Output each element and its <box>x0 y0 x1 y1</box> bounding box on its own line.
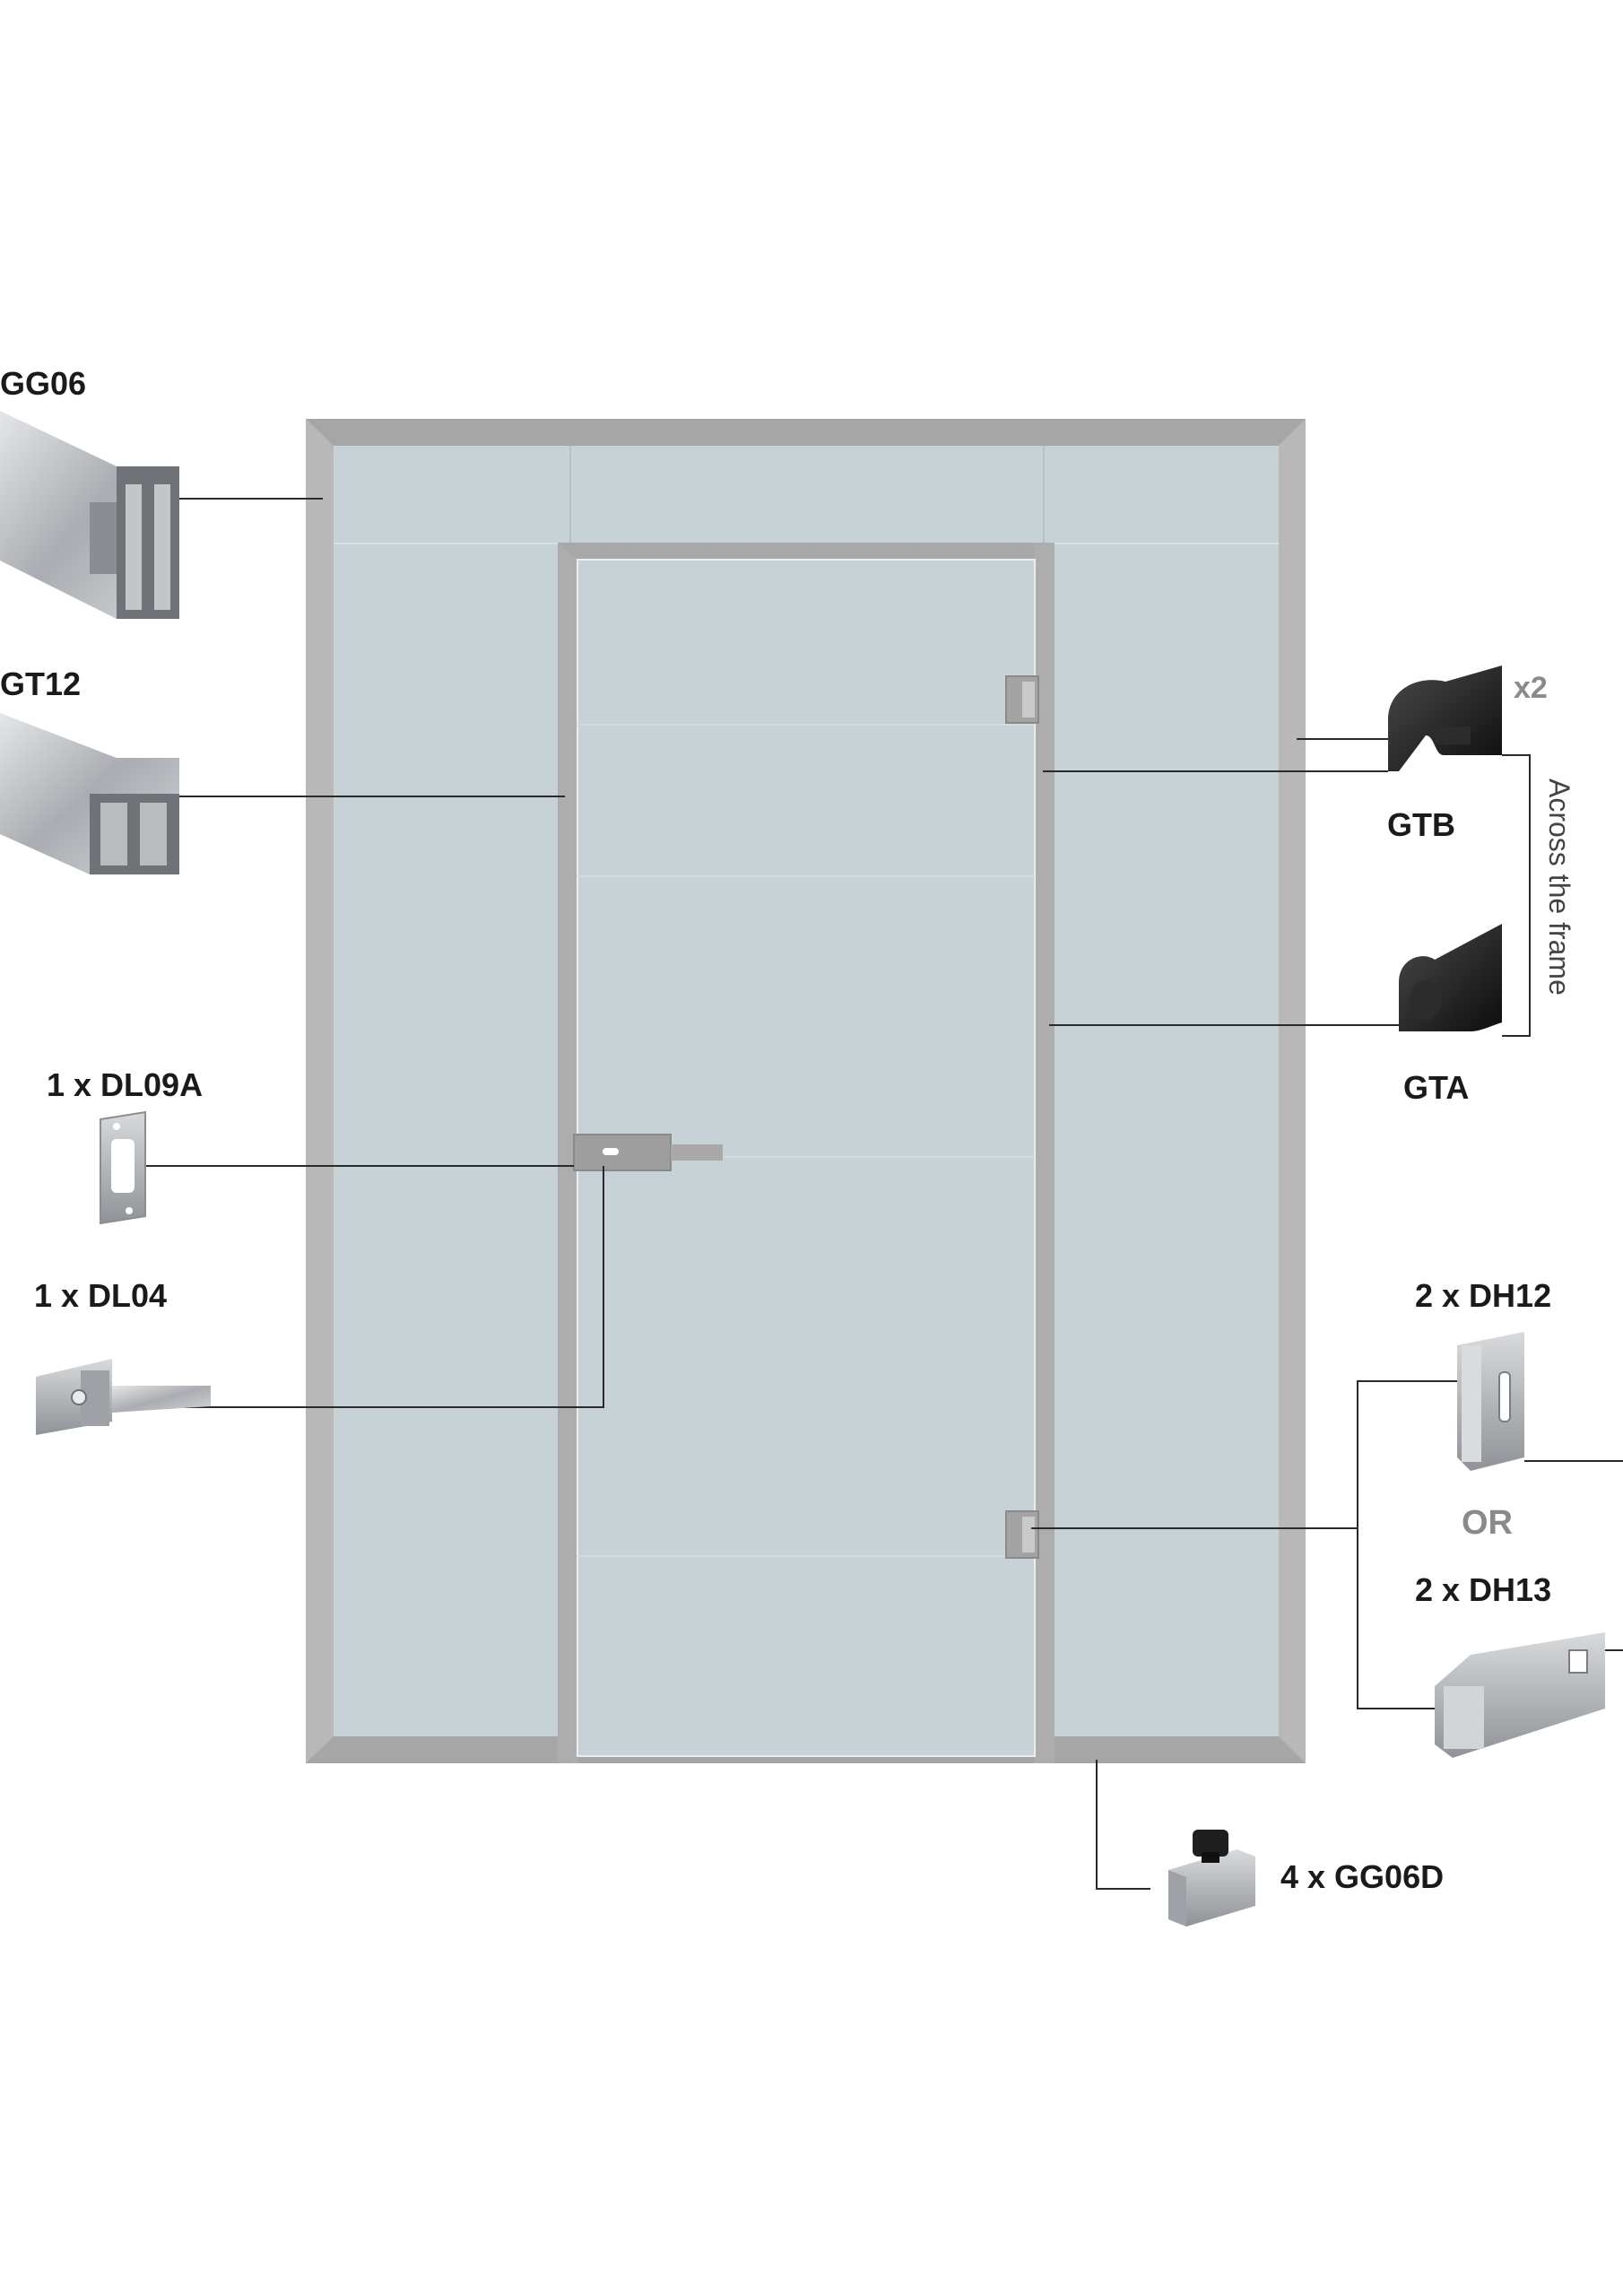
door-frame <box>334 543 1279 1763</box>
label-gtb: GTB <box>1387 806 1455 843</box>
label-gta: GTA <box>1403 1069 1469 1106</box>
glass-hinge-icon <box>1457 1332 1524 1471</box>
door-lock[interactable] <box>573 1134 723 1171</box>
hinge-bottom <box>1005 1510 1039 1559</box>
label-gg06: GG06 <box>0 365 86 402</box>
label-dl09a: 1 x DL09A <box>47 1066 203 1103</box>
door-lock-handle-icon <box>36 1359 211 1435</box>
hinge-top <box>1005 675 1039 724</box>
end-block-icon <box>1168 1830 1255 1926</box>
label-gt12: GT12 <box>0 665 81 702</box>
label-gg06d: 4 x GG06D <box>1280 1858 1444 1895</box>
strike-plate-icon <box>100 1110 146 1225</box>
label-dh13: 2 x DH13 <box>1415 1571 1551 1608</box>
rubber-seal-icon <box>1388 665 1502 771</box>
rubber-seal-icon <box>1399 924 1502 1031</box>
label-across-the-frame: Across the frame <box>1543 778 1575 996</box>
label-dl04: 1 x DL04 <box>34 1277 167 1314</box>
glass-hinge-icon <box>1435 1632 1605 1758</box>
callout-lines <box>142 498 1623 1890</box>
label-gtb-qty: x2 <box>1514 671 1548 705</box>
label-dh12: 2 x DH12 <box>1415 1277 1551 1314</box>
aluminium-profile-icon <box>0 713 179 874</box>
aluminium-profile-icon <box>0 411 179 619</box>
label-or: OR <box>1462 1504 1513 1542</box>
